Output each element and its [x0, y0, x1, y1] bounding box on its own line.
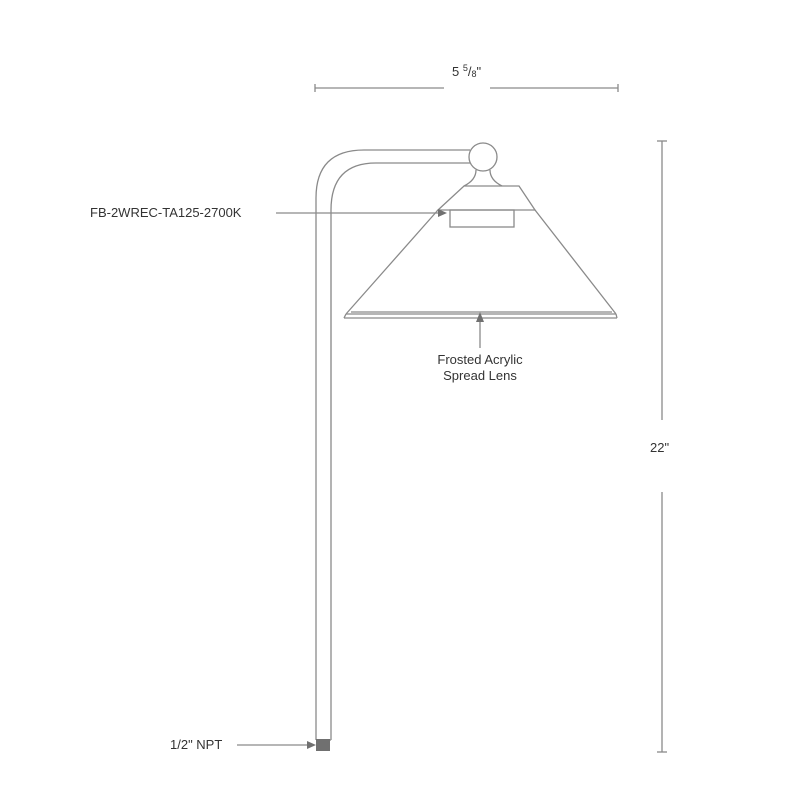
lens-arrow-icon [476, 312, 484, 322]
npt-callout: 1/2" NPT [170, 737, 223, 752]
width-unit: " [476, 64, 482, 79]
hood-neck [463, 169, 503, 187]
width-dimension-line [314, 84, 619, 92]
knuckle-ball [468, 142, 498, 172]
width-whole: 5 [452, 64, 460, 79]
lens-callout-line1: Frosted Acrylic [437, 352, 523, 367]
width-numerator: 5 [462, 63, 468, 73]
lamp-shade [345, 209, 617, 315]
npt-thread-block [316, 739, 330, 751]
width-dimension-label: 5 5/8" [452, 63, 482, 79]
lens-callout-line2: Spread Lens [443, 368, 517, 384]
lens-callout: Frosted Acrylic Spread Lens [420, 352, 540, 385]
npt-arrow-icon [307, 741, 316, 749]
part-arrow-icon [438, 209, 447, 217]
height-dimension-line [657, 140, 667, 753]
lamp-module [449, 209, 515, 228]
lamp-hood [436, 185, 537, 211]
fixture-stem [315, 149, 470, 741]
width-denominator: 8 [471, 69, 477, 79]
lamp-part-callout: FB-2WREC-TA125-2700K [90, 205, 242, 220]
height-dimension-label: 22" [650, 440, 670, 455]
